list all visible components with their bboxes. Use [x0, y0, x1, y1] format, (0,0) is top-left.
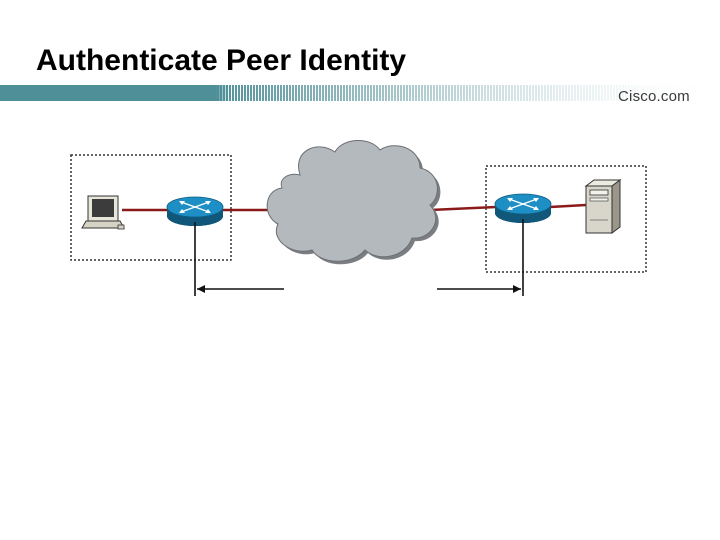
- internet-cloud: [266, 140, 441, 265]
- brand-label: Cisco.com: [618, 88, 690, 105]
- link-cloud-router: [429, 205, 497, 212]
- link-router-server: [549, 203, 587, 209]
- router-right-icon: [494, 193, 552, 223]
- pc-icon: [81, 195, 125, 230]
- router-left-icon: [166, 196, 224, 226]
- header-bar: [0, 85, 720, 101]
- left-site-box: [70, 154, 232, 261]
- peer-arrow-left: [194, 222, 284, 296]
- right-site-box: [485, 165, 647, 273]
- slide-title: Authenticate Peer Identity: [36, 44, 407, 77]
- server-icon: [584, 179, 622, 234]
- peer-arrow-right: [437, 219, 524, 296]
